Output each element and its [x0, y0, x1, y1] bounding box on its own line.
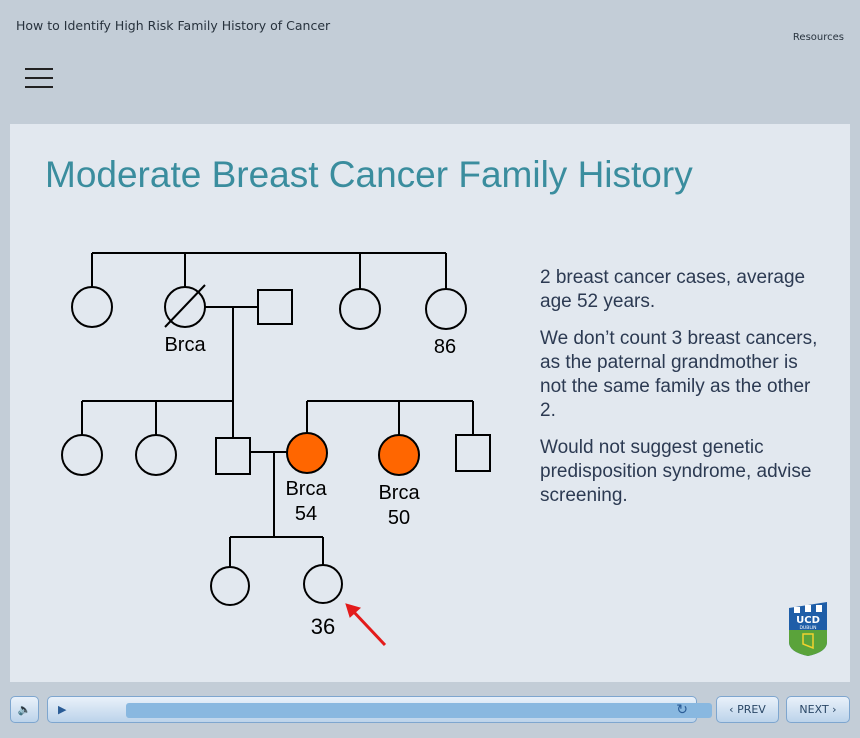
svg-text:DUBLIN: DUBLIN [799, 625, 816, 631]
label: 86 [434, 336, 456, 358]
female-symbol [61, 434, 103, 476]
label: Brca [164, 334, 206, 356]
male-symbol [257, 289, 293, 325]
ucd-logo: UCD DUBLIN [789, 602, 827, 656]
next-button[interactable]: NEXT › [786, 696, 850, 723]
slide-title: Moderate Breast Cancer Family History [45, 154, 693, 195]
speaker-icon: 🔈 [17, 703, 32, 716]
paragraph: 2 breast cancer cases, average age 52 ye… [540, 267, 806, 312]
prev-label: PREV [737, 703, 766, 716]
female-symbol [71, 286, 113, 328]
chevron-right-icon: › [828, 703, 837, 716]
progress-fill[interactable] [126, 703, 712, 718]
deceased-slash [164, 284, 206, 328]
pedigree-lines [81, 252, 474, 567]
female-deceased-symbol [164, 286, 206, 328]
male-symbol [215, 437, 251, 475]
label: 36 [311, 614, 335, 639]
label: 50 [388, 507, 410, 529]
male-symbol [455, 434, 491, 472]
player-controls: 🔈 ▶ ↻ ‹ PREV NEXT › [0, 696, 860, 724]
arrow-icon [345, 603, 387, 647]
label: Brca [378, 482, 420, 504]
course-title: How to Identify High Risk Family History… [16, 18, 331, 33]
affected-female-symbol [286, 432, 328, 474]
next-label: NEXT [799, 703, 829, 716]
play-icon[interactable]: ▶ [58, 703, 67, 716]
female-symbol [339, 288, 381, 330]
hamburger-menu-icon[interactable] [25, 68, 53, 90]
slide-text: 2 breast cancer cases, average age 52 ye… [540, 266, 820, 521]
female-symbol [135, 434, 177, 476]
chevron-left-icon: ‹ [729, 703, 738, 716]
label: Brca [285, 478, 327, 500]
resources-link[interactable]: Resources [792, 32, 844, 43]
paragraph: Would not suggest genetic predisposition… [540, 437, 812, 506]
svg-text:UCD: UCD [796, 615, 820, 626]
volume-button[interactable]: 🔈 [10, 696, 39, 723]
female-symbol [425, 288, 467, 330]
seekbar[interactable]: ▶ ↻ [47, 696, 712, 723]
slide: Moderate Breast Cancer Family History 2 … [10, 124, 850, 682]
paragraph: We don’t count 3 breast cancers, as the … [540, 328, 818, 421]
female-symbol [210, 566, 250, 606]
label: 54 [295, 503, 317, 525]
replay-icon[interactable]: ↻ [676, 701, 688, 718]
prev-button[interactable]: ‹ PREV [716, 696, 779, 723]
affected-female-symbol [378, 434, 420, 476]
proband-symbol [303, 564, 343, 604]
